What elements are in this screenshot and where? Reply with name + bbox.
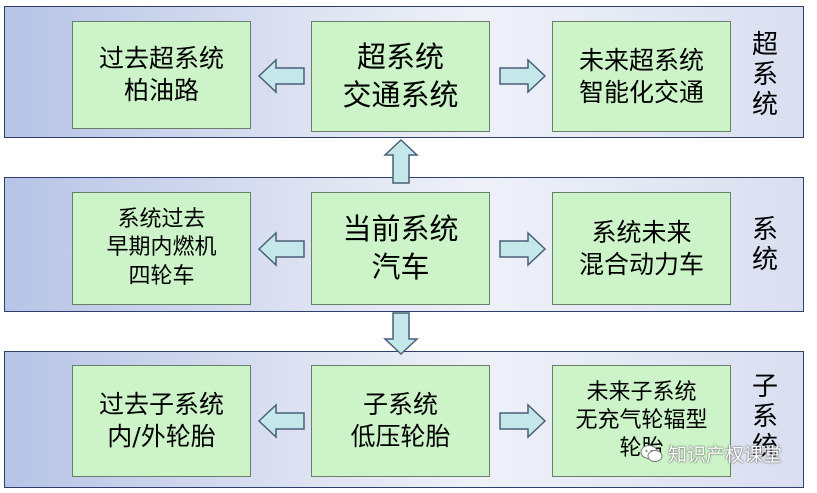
current-super-system-box: 超系统 交通系统 (311, 21, 490, 132)
watermark-text: 知识产权课堂 (668, 444, 783, 466)
future-system-box: 系统未来 混合动力车 (552, 192, 731, 305)
arrow-left-icon (257, 58, 305, 94)
super-system-label: 超 系 统 (751, 30, 778, 120)
wechat-icon (640, 444, 663, 462)
past-system-box: 系统过去 早期内燃机 四轮车 (72, 192, 251, 305)
system-label: 系 统 (751, 215, 778, 275)
arrow-down-icon (383, 312, 419, 356)
watermark: 知识产权课堂 (640, 440, 782, 467)
arrow-right-icon (499, 403, 547, 439)
sub-system-label: 子 系 统 (751, 372, 778, 462)
future-sub-system-box: 未来子系统 无充气轮辐型 轮胎 (552, 365, 731, 477)
arrow-right-icon (499, 231, 547, 267)
current-system-box: 当前系统 汽车 (311, 192, 490, 305)
past-super-system-box: 过去超系统 柏油路 (72, 21, 251, 129)
arrow-left-icon (257, 403, 305, 439)
current-sub-system-box: 子系统 低压轮胎 (311, 365, 490, 477)
arrow-right-icon (499, 58, 547, 94)
arrow-left-icon (257, 231, 305, 267)
past-sub-system-box: 过去子系统 内/外轮胎 (72, 365, 251, 477)
future-super-system-box: 未来超系统 智能化交通 (552, 21, 731, 132)
arrow-up-icon (383, 138, 419, 184)
